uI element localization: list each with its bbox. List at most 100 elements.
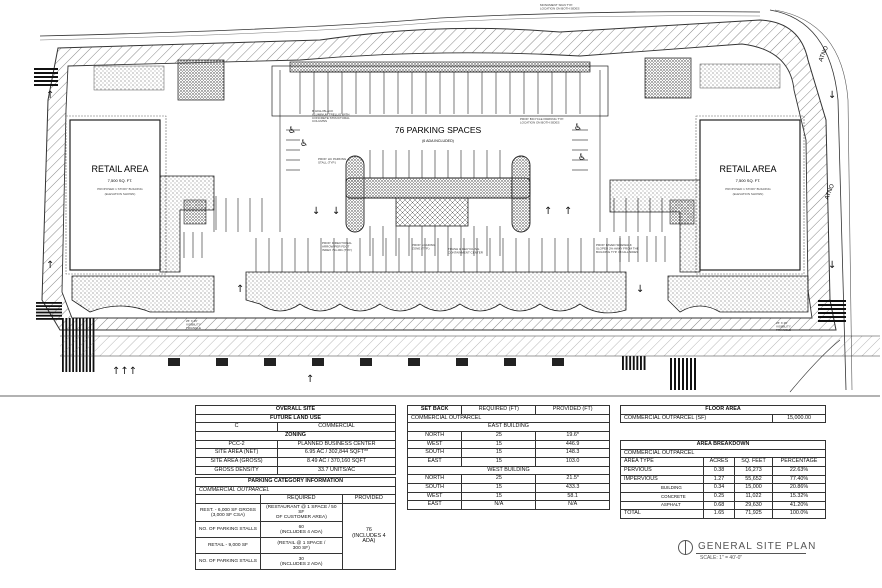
area-cell: 77.40% xyxy=(772,474,826,485)
ada-icon: ♿ xyxy=(288,126,296,136)
area-cell: 11,022 xyxy=(733,492,774,502)
area-cell: 1.27 xyxy=(703,474,735,485)
general-site-plan-title-block: GENERAL SITE PLAN SCALE: 1" = 40'-0" xyxy=(678,540,828,570)
arrow-up-icon: ↑ xyxy=(46,90,54,101)
setback-title: SET BACK xyxy=(406,405,463,415)
setback-west-cell: 58.1 xyxy=(535,491,610,502)
table-row: NO. OF PARKING STALLS 60 (INCLUDES 4 ADA… xyxy=(195,521,396,539)
crosswalk-stripe xyxy=(818,308,846,310)
island-end-right xyxy=(511,155,531,233)
area-breakdown-title: AREA BREAKDOWN xyxy=(620,440,826,450)
rest-area-label: REST. - 6,000 SF GROSS (3,000 SF CSA) xyxy=(195,503,261,523)
setback-east-cell: 15 xyxy=(461,448,537,459)
parking-stalls-middle xyxy=(369,150,501,256)
rest-stalls-label: NO. OF PARKING STALLS xyxy=(195,521,261,539)
retail-right-sqft: 7,500 SQ. FT. xyxy=(736,178,761,183)
setback-subtitle: COMMERCIAL OUTPARCEL xyxy=(407,413,610,424)
west-building-header: WEST BUILDING xyxy=(407,465,610,476)
flu-value: COMMERCIAL xyxy=(277,422,396,432)
island-end-left xyxy=(345,155,365,233)
area-cell: TOTAL xyxy=(620,509,704,520)
setback-west-cell: N/A xyxy=(461,500,537,511)
south-planter xyxy=(245,271,627,314)
setback-east-cell: 148.3 xyxy=(535,448,610,459)
flu-code: C xyxy=(194,422,279,432)
arrow-up-icon: ↑ xyxy=(564,206,572,217)
callout-monument: MONUMENT SIGN TYP.LOCATION ON BOTH SIDES xyxy=(540,3,579,10)
crosswalk-stripe xyxy=(34,76,58,78)
arrow-up-icon: ↑↑↑ xyxy=(112,366,137,377)
crosswalk-stripe xyxy=(34,84,58,86)
drain-inlet xyxy=(360,358,372,366)
arrow-down-icon: ↓ xyxy=(828,90,836,101)
overall-site-title: OVERALL SITE xyxy=(195,405,396,415)
crosswalk-stripe xyxy=(629,356,632,370)
future-land-use-header: FUTURE LAND USE xyxy=(195,413,396,424)
zoning-header: ZONING xyxy=(195,431,396,441)
crosswalk-stripe xyxy=(34,68,58,70)
east-building-header: EAST BUILDING xyxy=(407,422,610,432)
trash-enclosure xyxy=(395,197,469,227)
setback-west-cell: 15 xyxy=(461,491,537,502)
parking-provided: 76 (INCLUDES 4 ADA) xyxy=(341,503,397,571)
site-area-gross-label: SITE AREA (GROSS) xyxy=(194,457,279,467)
setback-east-cell: 103.0 xyxy=(535,457,610,467)
crosswalk-stripe xyxy=(36,305,62,307)
ada-symbols: ♿ ♿ ♿ ♿ xyxy=(288,123,586,163)
floor-area-value: 15,000.00 xyxy=(772,413,826,424)
setback-east-cell: WEST xyxy=(406,439,463,450)
crosswalk-stripe xyxy=(818,300,846,302)
directional-arrows: ↑ ↑ ↓ ↓ ↓ ↓ ↑ ↑ ↑ ↓ ↑↑↑ ↑ xyxy=(46,90,836,385)
area-cell: IMPERVIOUS xyxy=(620,474,704,485)
drain-inlet xyxy=(456,358,468,366)
setback-table: SET BACK REQUIRED (FT) PROVIDED (FT) COM… xyxy=(406,405,610,511)
setback-west-cell: SOUTH xyxy=(406,483,463,493)
area-cell: 55,652 xyxy=(733,474,774,485)
arrow-up-icon: ↑ xyxy=(236,284,244,295)
drain-inlet xyxy=(168,358,180,366)
area-cell: 15,000 xyxy=(733,483,774,494)
area-cell: 22.63% xyxy=(772,466,826,476)
blank-cell xyxy=(195,494,261,504)
zoning-value: PLANNED BUSINESS CENTER xyxy=(277,439,396,450)
parking-category-table: PARKING CATEGORY INFORMATION COMMERCIAL … xyxy=(195,477,397,571)
title-underline xyxy=(696,553,806,554)
drain-inlet xyxy=(552,358,564,366)
setback-west-cell: 15 xyxy=(461,483,537,493)
drain-inlet xyxy=(312,358,324,366)
setback-west-cell: NORTH xyxy=(406,474,463,485)
area-cell: 20.86% xyxy=(772,483,826,494)
site-area-gross-value: 8.49 AC / 370,160 SQFT xyxy=(277,457,396,467)
ada-icon: ♿ xyxy=(578,153,586,163)
arrow-down-icon: ↓ xyxy=(332,206,340,217)
parking-stalls-north xyxy=(299,72,581,114)
north-arrow-icon xyxy=(678,540,693,555)
drain-inlets xyxy=(168,358,564,366)
retail-right-note: PROPOSED 1 STORY BUILDING xyxy=(725,187,771,191)
retail-left-note2: (ELEVATION SHOWN) xyxy=(105,192,136,196)
area-cell: 0.68 xyxy=(703,500,735,511)
setback-col-provided: PROVIDED (FT) xyxy=(535,405,610,415)
crosswalk-stripe xyxy=(818,304,846,306)
setback-east-cell: 15 xyxy=(461,457,537,467)
retail-right-note2: (ELEVATION SHOWN) xyxy=(733,192,764,196)
retail-right-title: RETAIL AREA xyxy=(719,164,776,174)
area-cell: ASPHALT xyxy=(620,500,704,511)
crosswalk-stripe xyxy=(678,358,680,390)
crosswalk-stripe xyxy=(694,358,696,390)
zoning-code: PCC-2 xyxy=(194,439,279,450)
retail-area-label: RETAIL - 9,000 SF xyxy=(195,537,261,555)
crosswalk-stripe xyxy=(818,312,846,314)
ada-icon: ♿ xyxy=(300,139,308,149)
